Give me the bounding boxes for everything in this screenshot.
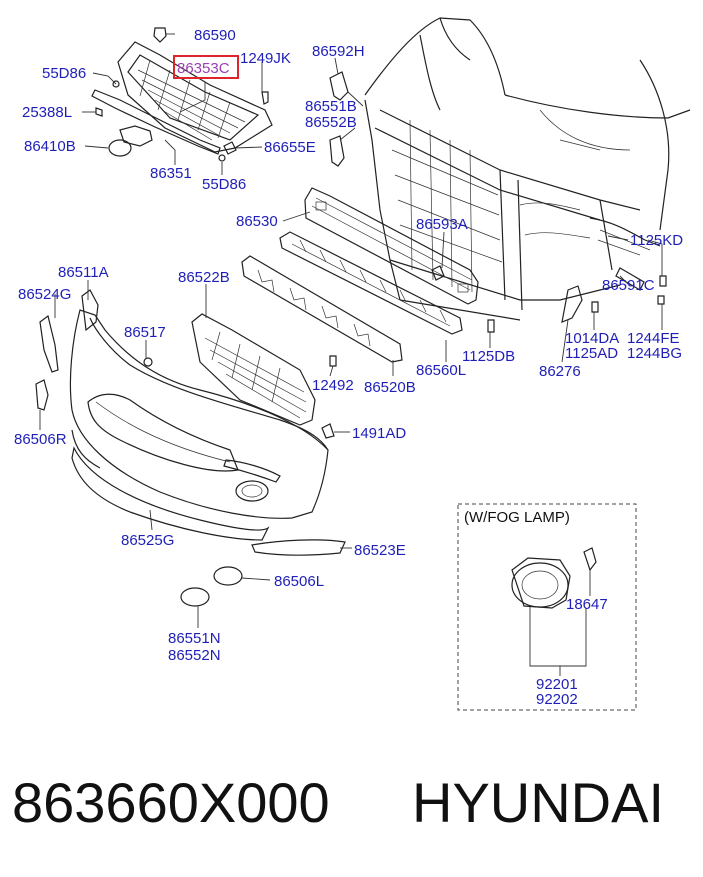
label-86551n: 86551N xyxy=(168,630,221,647)
label-86276: 86276 xyxy=(539,363,581,380)
label-1244fe: 1244FE xyxy=(627,330,680,347)
label-86552n: 86552N xyxy=(168,647,221,664)
label-25388l: 25388L xyxy=(22,104,72,121)
side-trim-drawings xyxy=(35,289,99,411)
label-1249jk: 1249JK xyxy=(240,50,291,67)
fastener-drawings xyxy=(143,265,667,439)
label-1014da: 1014DA xyxy=(565,330,619,347)
label-86525g: 86525G xyxy=(121,532,174,549)
label-86511a: 86511A xyxy=(58,264,109,281)
lower-absorber-drawing xyxy=(241,255,403,363)
label-86517: 86517 xyxy=(124,324,166,341)
lower-grille-drawing xyxy=(191,313,316,426)
label-55d86-upper: 55D86 xyxy=(42,65,86,82)
label-86551b: 86551B xyxy=(305,98,357,115)
label-55d86-lower: 55D86 xyxy=(202,176,246,193)
label-86524g: 86524G xyxy=(18,286,71,303)
side-bracket-drawings xyxy=(329,71,349,167)
bumper-beam-drawing xyxy=(304,187,479,305)
label-86522b: 86522B xyxy=(178,269,230,286)
part-labels: 86590 86353C 1249JK 86592H 55D86 25388L … xyxy=(14,27,683,708)
label-86523e: 86523E xyxy=(354,542,406,559)
radiator-grille-drawing xyxy=(91,27,273,162)
highlight-box xyxy=(173,55,239,79)
lower-lip-drawing xyxy=(71,446,270,541)
label-1125db: 1125DB xyxy=(462,348,515,365)
label-12492: 12492 xyxy=(312,377,354,394)
label-1491ad: 1491AD xyxy=(352,425,406,442)
fog-lamp-cover-drawings xyxy=(180,539,346,607)
leader-lines xyxy=(39,33,663,628)
label-86506l: 86506L xyxy=(274,573,324,590)
fog-lamp-box-title: (W/FOG LAMP) xyxy=(464,509,570,526)
label-86530: 86530 xyxy=(236,213,278,230)
label-92202: 92202 xyxy=(536,691,578,708)
bumper-cover-drawing xyxy=(69,309,329,519)
label-86590: 86590 xyxy=(194,27,236,44)
label-1125kd: 1125KD xyxy=(630,232,683,249)
fog-lamp-box xyxy=(457,503,637,711)
label-1244bg: 1244BG xyxy=(627,345,682,362)
label-86353c: 86353C xyxy=(177,60,230,77)
label-86520b: 86520B xyxy=(364,379,416,396)
energy-absorber-drawing xyxy=(279,231,463,335)
label-86506r: 86506R xyxy=(14,431,67,448)
label-86552b: 86552B xyxy=(305,114,357,131)
label-1125ad: 1125AD xyxy=(565,345,618,362)
label-86351: 86351 xyxy=(150,165,192,182)
brand-name: HYUNDAI xyxy=(412,771,664,834)
part-number: 863660X000 xyxy=(12,771,330,834)
label-86591c: 86591C xyxy=(602,277,655,294)
label-18647: 18647 xyxy=(566,596,608,613)
label-86560l: 86560L xyxy=(416,362,466,379)
label-86655e: 86655E xyxy=(264,139,316,156)
label-86410b: 86410B xyxy=(24,138,76,155)
front-end-module-drawing xyxy=(364,17,691,321)
label-86593a: 86593A xyxy=(416,216,468,233)
label-86592h: 86592H xyxy=(312,43,365,60)
label-92201: 92201 xyxy=(536,676,578,693)
